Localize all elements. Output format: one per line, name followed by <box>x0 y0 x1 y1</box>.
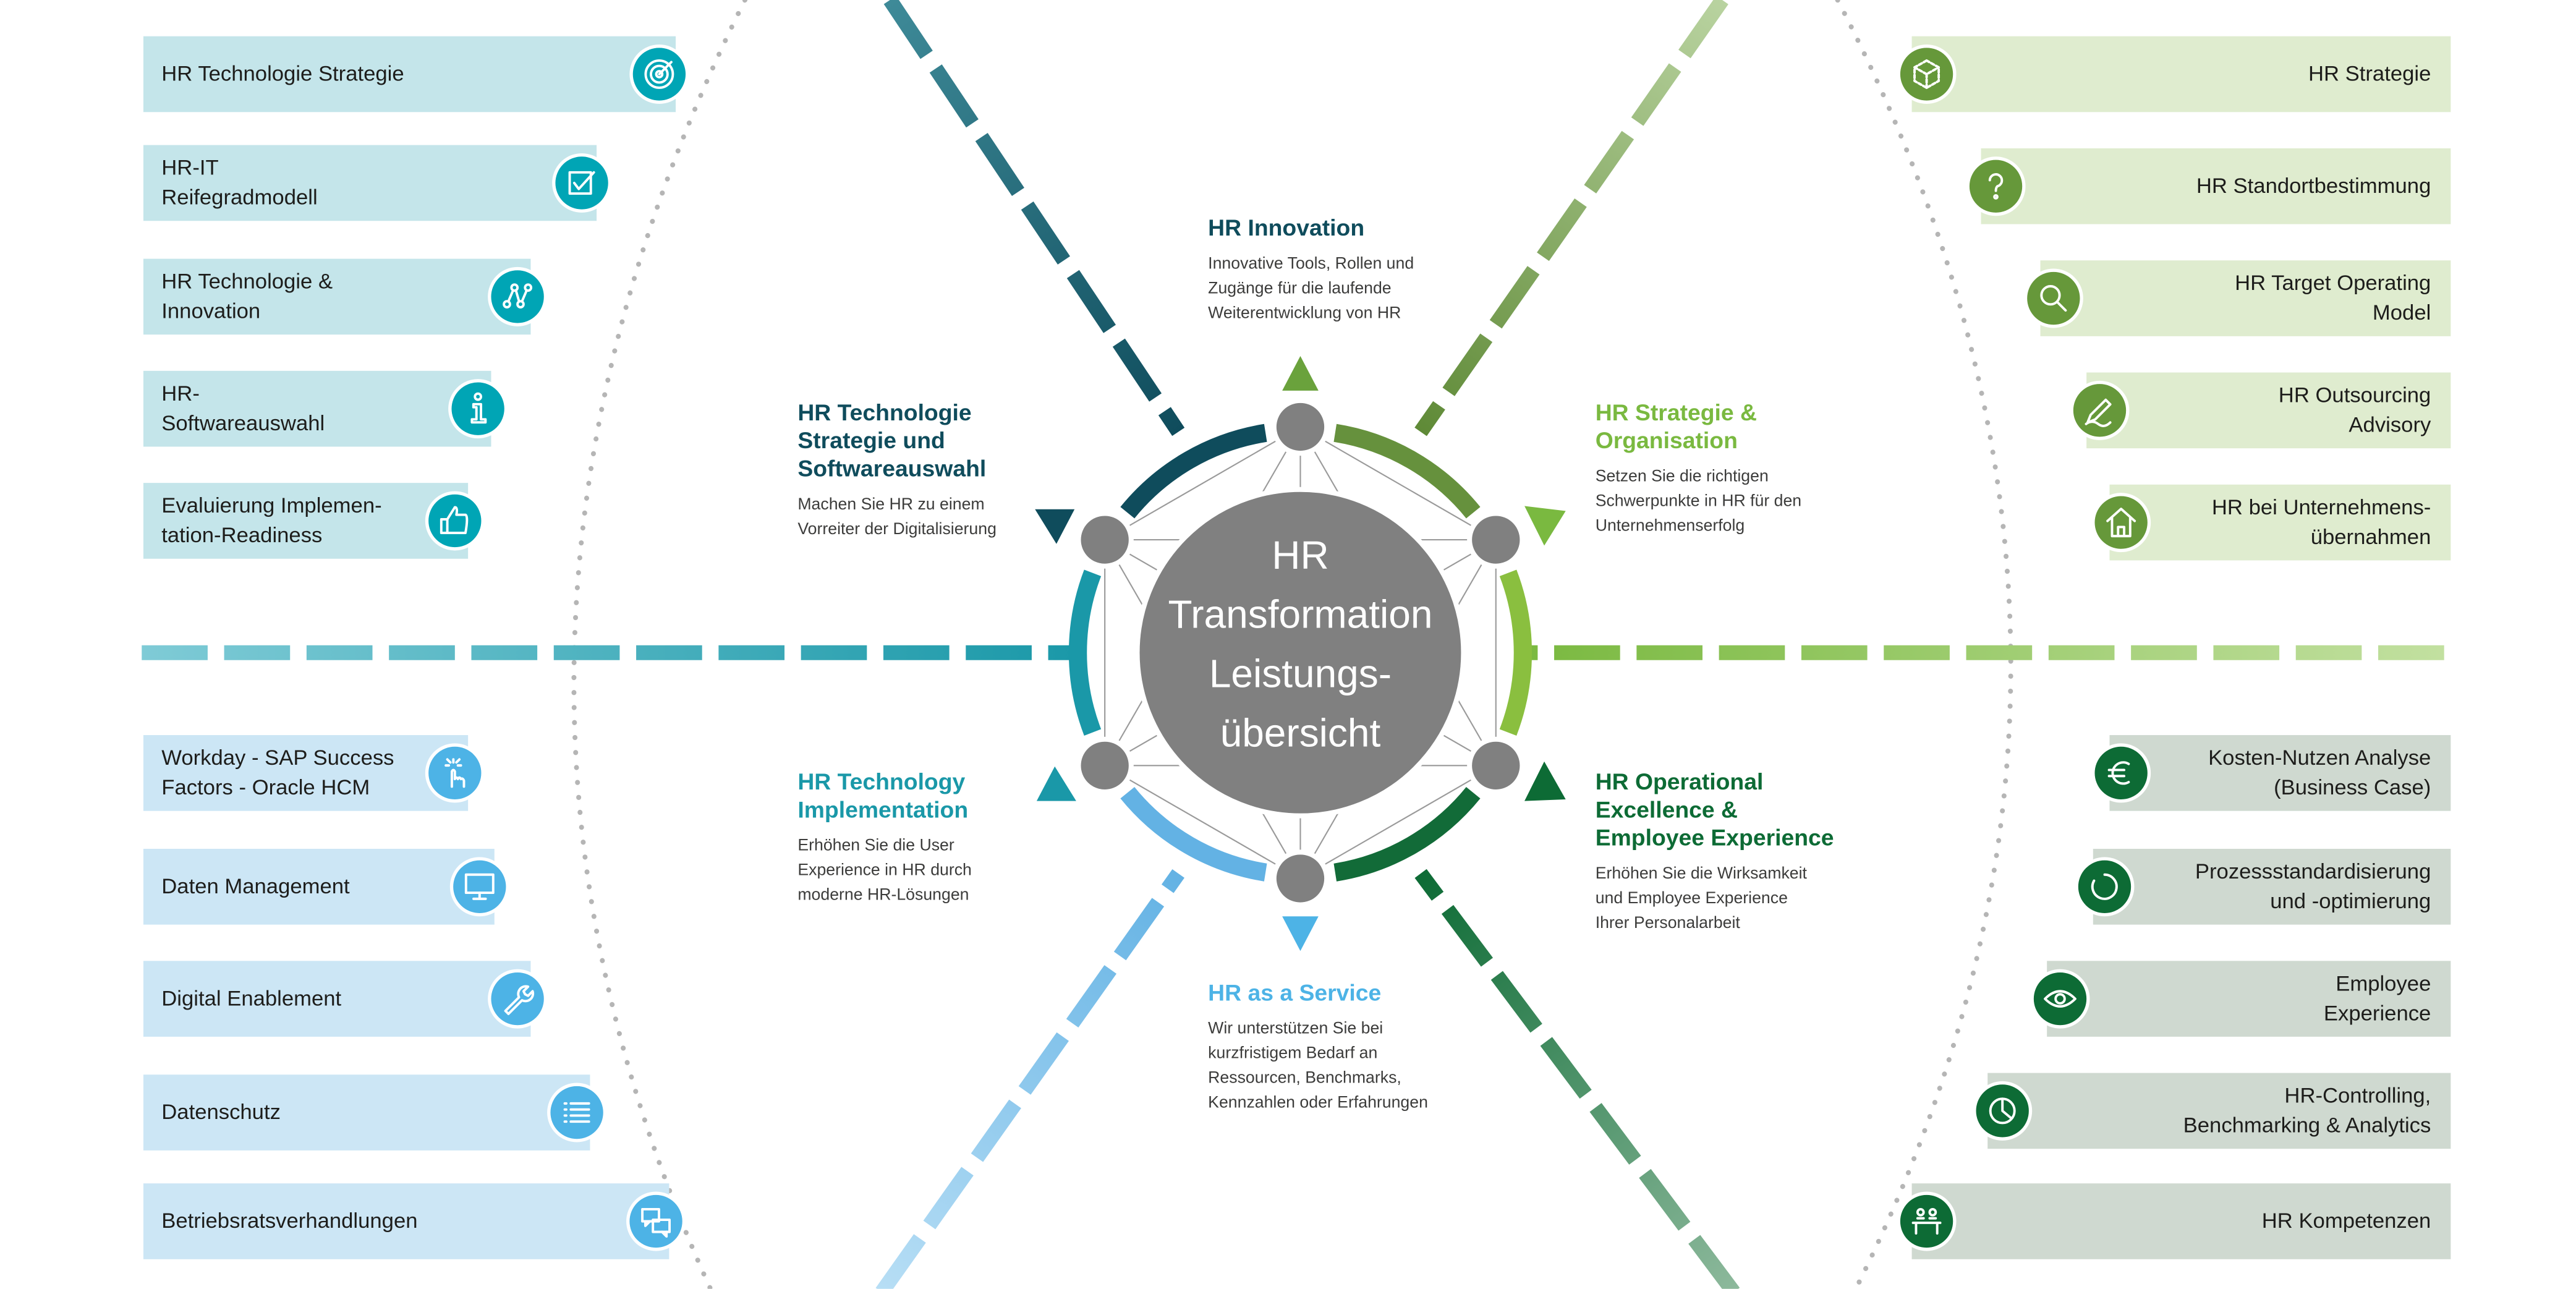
section-description: Wir unterstützen Sie bei kurzfristigem B… <box>1208 1020 1428 1113</box>
section-description: Innovative Tools, Rollen und Zugänge für… <box>1208 255 1414 323</box>
ring-node <box>1467 511 1525 569</box>
service-item[interactable]: HR Technologie & Innovation <box>143 258 531 335</box>
wrench-icon <box>488 969 548 1029</box>
web-line <box>1299 765 1497 879</box>
ring-node <box>1271 849 1330 908</box>
ring-arc <box>1120 786 1267 882</box>
service-item[interactable]: Workday - SAP Success Factors - Oracle H… <box>143 735 469 811</box>
section-description: Machen Sie HR zu einem Vorreiter der Dig… <box>797 496 997 539</box>
eye-icon <box>2030 969 2090 1029</box>
section-title: HR Innovation <box>1208 214 1365 241</box>
spoke-lower-left <box>875 869 1184 1289</box>
service-item[interactable]: HR Technologie Strategie <box>143 36 676 113</box>
house-icon <box>2091 493 2151 553</box>
section-block: HR Operational Excellence & Employee Exp… <box>1596 768 1834 936</box>
network-graph-icon <box>488 266 548 326</box>
ring-node <box>1076 736 1134 795</box>
pen-icon <box>2070 380 2130 440</box>
section-title: HR Technology Implementation <box>797 768 969 823</box>
section-description: Setzen Sie die richtigen Schwerpunkte in… <box>1595 468 1802 536</box>
section-description: Erhöhen Sie die Wirksamkeit und Employee… <box>1595 865 1807 933</box>
ring-node <box>1271 398 1330 456</box>
chat-bubbles-icon <box>626 1191 686 1251</box>
direction-triangle <box>1524 506 1566 546</box>
direction-triangle <box>1282 355 1319 391</box>
web-line <box>1104 426 1301 541</box>
section-title: HR Technologie Strategie und Softwareaus… <box>797 399 987 482</box>
ring-arc <box>1499 569 1532 736</box>
list-icon <box>547 1083 607 1142</box>
service-item[interactable]: Digital Enablement <box>143 961 531 1037</box>
service-item[interactable]: HR- Softwareauswahl <box>143 370 491 447</box>
web-line <box>1299 426 1497 541</box>
ring-node <box>1467 736 1525 795</box>
service-item[interactable]: Kosten-Nutzen Analyse (Business Case) <box>2109 735 2451 811</box>
ring-node <box>1076 511 1134 569</box>
ring-arc <box>1120 423 1267 519</box>
section-title: HR Operational Excellence & Employee Exp… <box>1595 768 1834 851</box>
info-icon <box>448 379 508 439</box>
euro-icon <box>2091 743 2151 803</box>
service-item[interactable]: HR-IT Reifegradmodell <box>143 145 597 221</box>
ring-arc <box>1333 423 1481 519</box>
cube-icon <box>1897 44 1957 104</box>
target-icon <box>629 44 689 104</box>
ring-arc <box>1068 569 1102 736</box>
monitor-icon <box>449 857 509 917</box>
direction-triangle <box>1035 509 1075 544</box>
service-item[interactable]: Evaluierung Implemen- tation-Readiness <box>143 483 469 559</box>
question-icon <box>1966 156 2026 216</box>
ring-arc <box>1333 786 1481 882</box>
service-item[interactable]: HR bei Unternehmens- übernahmen <box>2109 484 2451 561</box>
center-circle <box>1134 487 1466 819</box>
service-item[interactable]: Daten Management <box>143 848 495 925</box>
service-item[interactable]: HR Strategie <box>1911 36 2451 113</box>
thumbs-up-icon <box>425 491 485 551</box>
service-item[interactable]: Datenschutz <box>143 1074 590 1151</box>
spoke-upper-right <box>1414 0 1728 436</box>
section-block: HR Technologie Strategie und Softwareaus… <box>797 399 997 542</box>
direction-triangle <box>1524 761 1566 801</box>
service-item[interactable]: HR-Controlling, Benchmarking & Analytics <box>1987 1073 2451 1149</box>
service-item[interactable]: HR Outsourcing Advisory <box>2086 372 2451 449</box>
circle-arrow-icon <box>2075 857 2135 917</box>
section-title: HR as a Service <box>1208 979 1382 1006</box>
section-description: Erhöhen Sie die User Experience in HR du… <box>797 837 972 905</box>
spoke-upper-left <box>883 0 1185 436</box>
service-item[interactable]: Employee Experience <box>2047 961 2451 1037</box>
service-item[interactable]: HR Standortbestimmung <box>1981 148 2451 224</box>
service-item[interactable]: HR Kompetenzen <box>1911 1183 2451 1259</box>
touch-hand-icon <box>425 743 485 803</box>
section-title: HR Strategie & Organisation <box>1595 399 1758 454</box>
service-item[interactable]: HR Target Operating Model <box>2040 260 2451 336</box>
service-item[interactable]: Betriebsratsverhandlungen <box>143 1183 670 1259</box>
center-title: HR Transformation Leistungs- übersicht <box>1168 534 1433 757</box>
pie-chart-icon <box>1973 1081 2033 1141</box>
magnifier-icon <box>2023 268 2083 328</box>
direction-triangle <box>1282 916 1319 951</box>
spoke-lower-right <box>1414 869 1740 1289</box>
web-line <box>1104 765 1301 879</box>
checkbox-icon <box>552 153 612 213</box>
service-item[interactable]: Prozessstandardisierung und -optimierung <box>2093 848 2451 925</box>
direction-triangle <box>1036 766 1076 801</box>
people-table-icon <box>1897 1191 1957 1251</box>
